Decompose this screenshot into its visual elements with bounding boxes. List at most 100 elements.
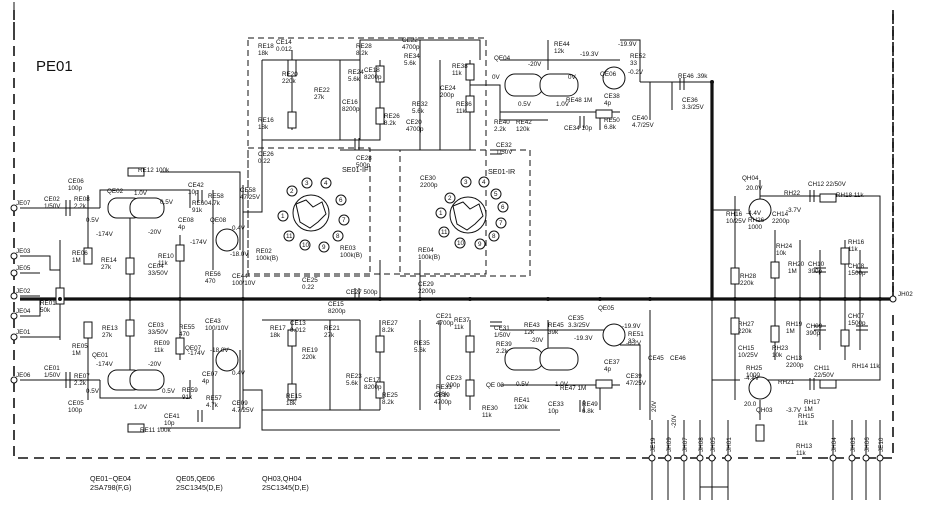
junctions <box>58 80 882 301</box>
svg-text:9: 9 <box>322 244 326 251</box>
label-re47: RE47 1M <box>560 385 586 392</box>
terminal-label-jh09: JH09 <box>666 437 673 452</box>
terminal-label-jh07: JH07 <box>682 437 689 452</box>
voltage-v10: -20V <box>148 361 162 368</box>
label-ce34: CE34 10p <box>564 125 593 132</box>
label-re12: RE12 100k <box>138 167 170 174</box>
voltage-v18: -20V <box>528 61 542 68</box>
svg-text:8: 8 <box>492 233 496 240</box>
voltage-v12: 1.0V <box>134 404 148 411</box>
terminal-label-jh08: JH08 <box>698 437 705 452</box>
voltage-v11: 0.5V <box>86 388 100 395</box>
terminal-label-je04: JE04 <box>16 308 31 315</box>
transistors <box>107 66 772 400</box>
board-outline <box>13 10 894 459</box>
label-qe02: QE02 <box>107 188 124 195</box>
label-ce46: CE46 <box>670 355 686 362</box>
voltage-v38: -20V <box>671 414 678 428</box>
label-qe05: QE05 <box>598 305 615 312</box>
label-rh18: RH18 11k <box>836 192 864 199</box>
voltage-v21: -19.9V <box>618 41 637 48</box>
terminal-label-jh04: JH04 <box>831 437 838 452</box>
voltage-v09: -174V <box>96 361 114 368</box>
voltage-v32: -4.4V <box>746 210 762 217</box>
resistors <box>55 59 850 442</box>
voltage-v34: -4.4V <box>744 375 760 382</box>
voltage-v08: -18.0V <box>230 251 249 258</box>
transistor-qe03 <box>504 347 579 371</box>
voltage-v28: -19.3V <box>574 335 593 342</box>
svg-text:11: 11 <box>286 233 293 240</box>
note-n1b: 2SA798(F,G) <box>90 483 132 492</box>
svg-text:3: 3 <box>464 179 468 186</box>
svg-text:10: 10 <box>302 242 310 249</box>
svg-text:6: 6 <box>339 197 343 204</box>
svg-text:4: 4 <box>482 179 486 186</box>
label-re11: RE11 100k <box>140 427 172 434</box>
label-qe03: QE 03 <box>486 382 504 389</box>
note-n1a: QE01~QE04 <box>90 474 131 483</box>
voltage-v15: 0.4V <box>232 370 246 377</box>
transistor-qe05 <box>602 323 626 347</box>
voltage-v17: 0V <box>492 74 501 81</box>
svg-text:3: 3 <box>305 180 309 187</box>
voltage-v36: 20.0 <box>744 401 757 408</box>
terminal-label-je06: JE06 <box>16 372 31 379</box>
svg-text:5: 5 <box>494 191 498 198</box>
capacitors <box>65 78 868 422</box>
label-ce27: CE27 500p <box>346 289 378 296</box>
terminal-label-jh03: JH03 <box>850 437 857 452</box>
svg-text:SE01-IF: SE01-IF <box>342 165 369 174</box>
terminal-label-jh01: JH01 <box>726 437 733 452</box>
voltage-v33: -3.7V <box>786 207 802 214</box>
transistor-qe06 <box>602 66 626 90</box>
terminal-label-je05: JE05 <box>16 265 31 272</box>
terminal-label-je01: JE01 <box>16 329 31 336</box>
